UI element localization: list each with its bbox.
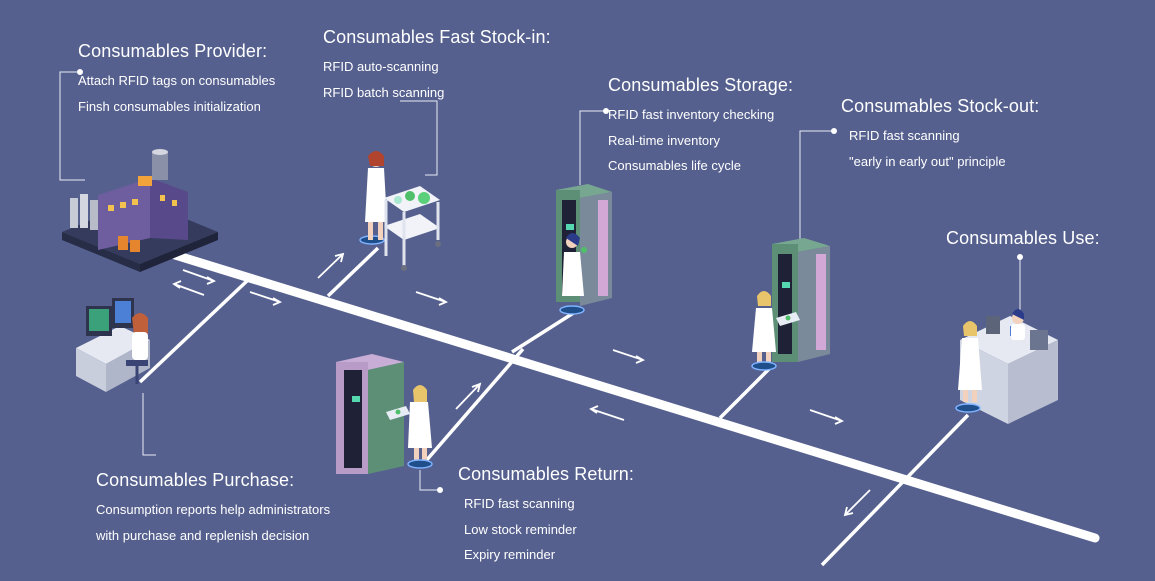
storage-item: RFID fast inventory checking xyxy=(608,107,775,122)
purchase-item: with purchase and replenish decision xyxy=(96,527,310,543)
factory-illustration xyxy=(62,149,218,272)
leader-dots xyxy=(77,69,1023,493)
branch-stock-in xyxy=(326,246,380,298)
stock-in-title: Consumables Fast Stock-in: xyxy=(323,27,551,47)
flow-arrows xyxy=(172,252,871,517)
arrow-icon xyxy=(809,409,845,425)
main-flow-line xyxy=(170,250,1100,543)
stock-in-item: RFID batch scanning xyxy=(323,84,445,100)
arrow-icon xyxy=(415,291,449,306)
stock-out-block: Consumables Stock-out: RFID fast scannin… xyxy=(841,96,1039,174)
return-block: Consumables Return: RFID fast scanning L… xyxy=(458,464,634,568)
leader-provider xyxy=(59,71,85,181)
branch-storage xyxy=(511,310,576,354)
arrow-icon xyxy=(317,252,345,279)
return-item: RFID fast scanning xyxy=(464,496,575,511)
purchase-block: Consumables Purchase: Consumption report… xyxy=(96,470,330,548)
storage-item: Consumables life cycle xyxy=(608,158,741,173)
stock-in-item: RFID auto-scanning xyxy=(323,59,439,74)
leader-storage xyxy=(579,110,606,185)
return-cabinet-illustration xyxy=(336,354,433,474)
provider-block: Consumables Provider: Attach RFID tags o… xyxy=(78,41,275,119)
provider-item: Attach RFID tags on consumables xyxy=(78,73,276,88)
storage-cabinet-illustration xyxy=(556,184,612,315)
leader-stock-out xyxy=(799,130,834,240)
stock-out-item: "early in early out" principle xyxy=(849,153,1006,169)
leader-purchase xyxy=(142,393,156,456)
branch-return xyxy=(423,347,525,464)
branch-purchase xyxy=(138,278,250,384)
branch-stock-out xyxy=(718,366,772,420)
leader-stock-in xyxy=(400,100,438,176)
return-item: Low stock reminder xyxy=(464,521,577,537)
purchase-item: Consumption reports help administrators xyxy=(96,502,331,517)
stock-in-cart-illustration xyxy=(359,151,441,271)
return-title: Consumables Return: xyxy=(458,464,634,484)
arrow-icon xyxy=(172,280,205,296)
lab-bench-illustration xyxy=(955,309,1058,424)
storage-title: Consumables Storage: xyxy=(608,75,794,95)
arrow-icon xyxy=(589,405,625,421)
provider-title: Consumables Provider: xyxy=(78,41,268,61)
storage-item: Real-time inventory xyxy=(608,132,720,148)
arrow-icon xyxy=(612,349,646,364)
use-title: Consumables Use: xyxy=(946,228,1100,248)
arrow-icon xyxy=(182,269,217,285)
provider-item: Finsh consumables initialization xyxy=(78,98,261,114)
stock-in-block: Consumables Fast Stock-in: RFID auto-sca… xyxy=(323,27,551,105)
stock-out-item: RFID fast scanning xyxy=(849,128,960,143)
arrow-icon xyxy=(843,489,871,517)
stock-out-cabinet-illustration xyxy=(751,238,830,371)
stock-out-title: Consumables Stock-out: xyxy=(841,96,1040,116)
use-block: Consumables Use: xyxy=(946,228,1100,249)
storage-block: Consumables Storage: RFID fast inventory… xyxy=(608,75,793,179)
leader-return xyxy=(419,470,440,491)
return-item: Expiry reminder xyxy=(464,547,556,562)
leader-lines xyxy=(59,71,1021,491)
arrow-icon xyxy=(249,291,283,306)
purchase-title: Consumables Purchase: xyxy=(96,470,295,490)
branch-use xyxy=(820,413,970,567)
arrow-icon xyxy=(455,382,482,410)
purchase-workstation-illustration xyxy=(76,298,150,392)
